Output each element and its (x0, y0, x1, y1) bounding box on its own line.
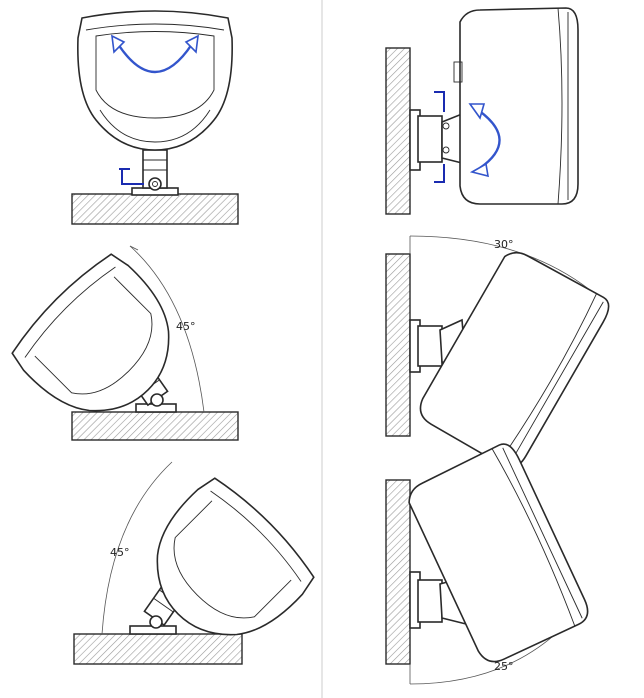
mount-knob-1 (148, 177, 162, 191)
speaker-side (459, 7, 579, 205)
swivel-down-panel: 25° (385, 443, 589, 685)
adjust-bracket-1 (119, 168, 144, 185)
tilt-angle-label-2: 45° (110, 546, 130, 559)
wall-1 (385, 47, 411, 215)
tilt-up-panel: 45° (11, 245, 239, 441)
tilt-down-panel: 45° (73, 461, 315, 665)
swivel-up-panel: 30° (385, 235, 610, 469)
ceiling-slab-3 (73, 633, 243, 665)
swivel-arc-1 (409, 235, 591, 291)
speaker-tilt-down (156, 477, 315, 636)
ceiling-slab-1 (71, 193, 239, 225)
wall-2 (385, 253, 411, 437)
side-view-panel (385, 7, 579, 215)
speaker-swivel-down (408, 443, 589, 663)
rotate-arrow-front (116, 43, 194, 73)
adjust-bracket-2 (434, 91, 445, 112)
wall-3 (385, 479, 411, 665)
swivel-angle-label-2: 25° (494, 660, 514, 673)
front-view-panel (71, 10, 239, 225)
swivel-angle-label-1: 30° (494, 238, 514, 251)
tilt-arc-2 (101, 461, 173, 635)
tilt-arc-1 (129, 245, 205, 413)
speaker-tilt-up (11, 253, 170, 412)
rotate-arrow-side (477, 109, 501, 169)
bracket-block-1 (417, 115, 443, 163)
speaker-swivel-up (419, 251, 610, 469)
tilt-angle-label-1: 45° (176, 320, 196, 333)
ceiling-slab-2 (71, 411, 239, 441)
